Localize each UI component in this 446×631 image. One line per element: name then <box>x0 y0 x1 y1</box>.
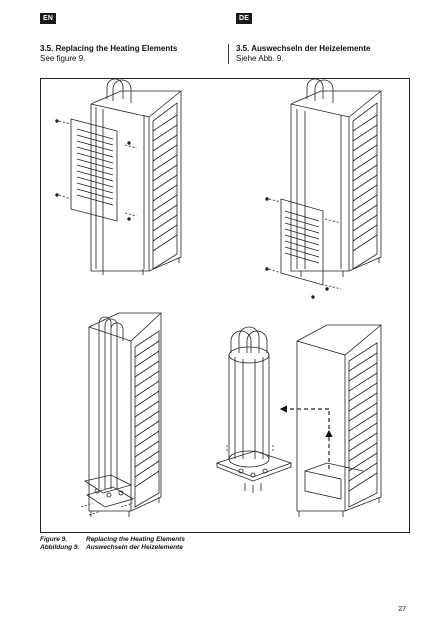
section-title-de: 3.5. Auswechseln der Heizelemente <box>236 44 371 53</box>
section-subtitle-de: Siehe Abb. 9. <box>236 54 284 63</box>
heater-cabinet-front-removed-illustration <box>55 79 182 275</box>
caption-number-de: Abbildung 9. <box>40 544 80 551</box>
figure-9-frame <box>40 78 410 533</box>
figure-9-illustration <box>55 79 382 517</box>
page-number: 27 <box>398 606 406 613</box>
caption-line-de: Abbildung 9. Auswechseln der Heizelemente <box>40 544 185 552</box>
section-heading-en: 3.5. Replacing the Heating Elements See … <box>40 44 177 64</box>
figure-caption: Figure 9.Replacing the Heating Elements … <box>40 536 185 552</box>
section-title-en: 3.5. Replacing the Heating Elements <box>40 44 178 53</box>
caption-text-en: Replacing the Heating Elements <box>86 536 185 543</box>
language-badge-en: EN <box>40 13 57 24</box>
language-badge-de: DE <box>236 13 253 24</box>
caption-number-en: Figure 9. <box>40 536 68 543</box>
column-divider <box>228 44 229 64</box>
heater-cabinet-lower-panel-removed-illustration <box>265 79 382 299</box>
section-heading-de: 3.5. Auswechseln der Heizelemente Siehe … <box>236 44 370 64</box>
heating-element-assembly-illustration <box>215 326 293 493</box>
direction-arrows <box>279 405 333 469</box>
heater-cabinet-reinsert-elements-illustration <box>296 324 382 517</box>
heater-cabinet-element-nuts-illustration <box>80 312 162 517</box>
caption-line-en: Figure 9. Replacing the Heating Elements <box>40 536 185 544</box>
caption-text-de: Auswechseln der Heizelemente <box>86 544 183 551</box>
section-subtitle-en: See figure 9. <box>40 54 86 63</box>
